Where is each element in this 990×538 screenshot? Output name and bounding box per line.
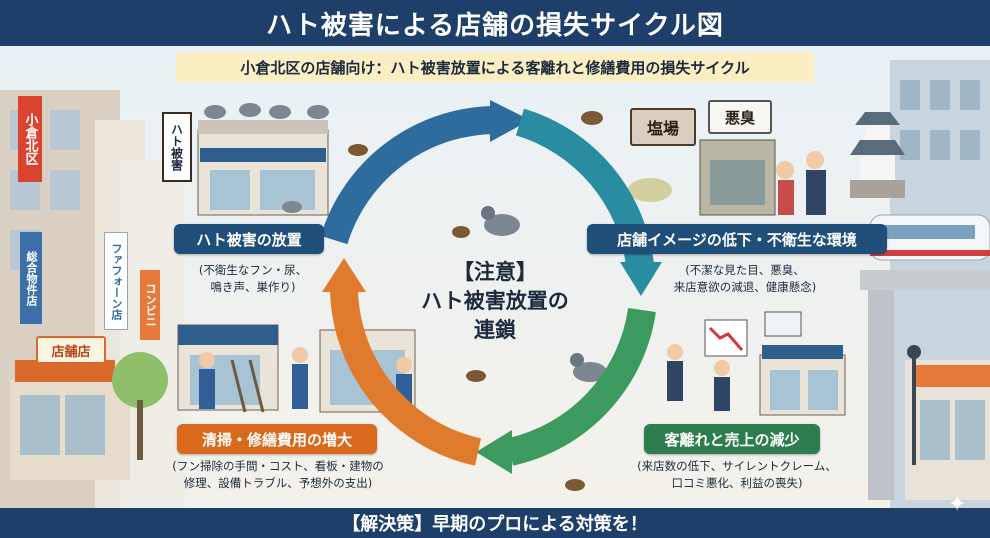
smell-board: 悪臭	[708, 100, 772, 134]
center-warning-line2: ハト被害放置の	[421, 289, 569, 313]
stage-desc-repair-cost-line1: (フン掃除の手間・コスト、看板・建物の	[172, 459, 384, 473]
stage-label-neglect: ハト被害の放置	[174, 224, 324, 254]
left-tall-sign: 小倉北区	[18, 96, 42, 182]
stage-desc-neglect-line1: (不衛生なフン・尿、	[198, 263, 308, 277]
stage-desc-image-decline: (不潔な見た目、悪臭、 来店意欲の減退、健康懸念)	[640, 262, 850, 296]
stage-desc-repair-cost-line2: 修理、設備トラブル、予想外の支出)	[183, 476, 373, 490]
page-subtitle: 小倉北区の店舗向け：ハト被害放置による客離れと修繕費用の損失サイクル	[176, 52, 814, 82]
stage-label-image-decline: 店舗イメージの低下・不衛生な環境	[587, 224, 887, 254]
right-buildings	[850, 60, 990, 508]
sparkle-icon: ✦	[948, 492, 967, 517]
page-title: ハト被害による店舗の損失サイクル図	[0, 0, 990, 46]
lane-sign: ファフォーン店	[104, 232, 128, 330]
stage-desc-customer-loss: (来店数の低下、サイレントクレーム、 口コミ悪化、利益の喪失)	[617, 458, 857, 492]
left-shop-sign: 店舗店	[36, 336, 106, 364]
droppings	[348, 111, 603, 491]
stage-desc-image-decline-line2: 来店意欲の減退、健康懸念)	[673, 280, 817, 294]
stage-label-repair-cost: 清掃・修繕費用の増大	[177, 424, 377, 454]
pigeon-center	[481, 206, 520, 236]
declining-sales-illustration	[667, 311, 846, 416]
salt-board: 塩場	[630, 108, 696, 146]
center-warning-line1: 【注意】	[453, 260, 537, 284]
left-building-sign: 総合物件店	[20, 232, 42, 324]
solution-banner: 【解決策】早期のプロによる対策を！	[0, 508, 990, 538]
stage-desc-repair-cost: (フン掃除の手間・コスト、看板・建物の 修理、設備トラブル、予想外の支出)	[152, 458, 404, 492]
stage-desc-image-decline-line1: (不潔な見た目、悪臭、	[685, 263, 805, 277]
center-warning: 【注意】 ハト被害放置の 連鎖	[410, 258, 580, 345]
left-buildings	[0, 90, 185, 508]
lane-sign-2: コンビニ	[140, 270, 160, 340]
pigeon-shop-illustration	[197, 103, 329, 216]
center-warning-line3: 連鎖	[474, 318, 516, 342]
shop-sign: ハト被害	[162, 112, 192, 182]
pigeon-right	[570, 353, 607, 382]
stage-desc-customer-loss-line1: (来店数の低下、サイレントクレーム、	[637, 459, 837, 473]
stage-label-customer-loss: 客離れと売上の減少	[644, 424, 820, 454]
dirty-building-illustration	[628, 139, 826, 216]
stage-desc-customer-loss-line2: 口コミ悪化、利益の喪失)	[671, 476, 803, 490]
stage-desc-neglect: (不衛生なフン・尿、 鳴き声、巣作り)	[168, 262, 338, 296]
stage-desc-neglect-line2: 鳴き声、巣作り)	[210, 280, 296, 294]
